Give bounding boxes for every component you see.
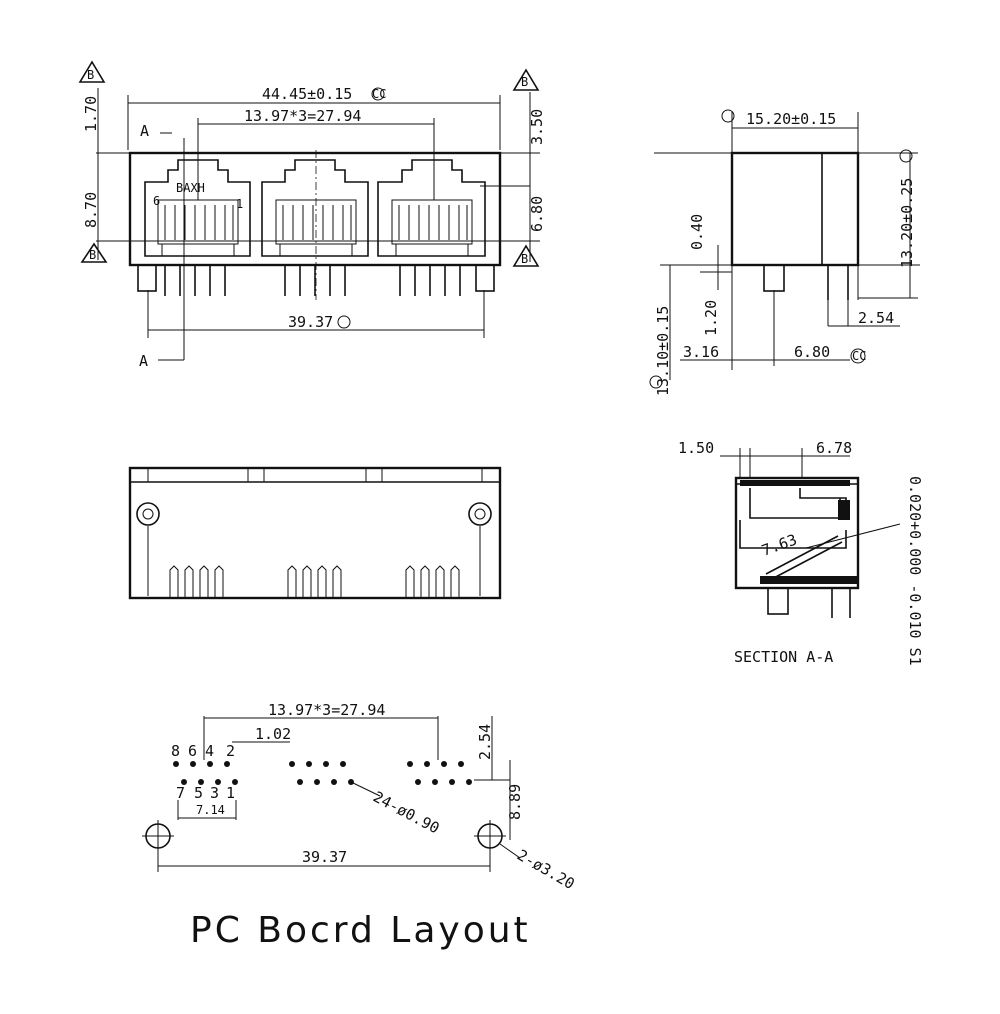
pin-holes-group-3 bbox=[407, 761, 472, 785]
datum-b-top-left: B bbox=[78, 60, 106, 83]
jack-port-2 bbox=[261, 150, 369, 300]
dim-680-side: 6.80 bbox=[794, 343, 830, 361]
dim-254-side: 2.54 bbox=[858, 309, 894, 327]
dim-763: 7.63 bbox=[759, 530, 799, 559]
dim-040: 0.40 bbox=[688, 214, 706, 250]
side-view: 15.20±0.15 13.20±0.25 2.54 0.40 1.20 13.… bbox=[649, 109, 920, 396]
jack-port-3 bbox=[377, 159, 486, 257]
dim-254-board: 2.54 bbox=[476, 724, 494, 760]
front-pins bbox=[137, 264, 495, 296]
board-layout: 13.97*3=27.94 1.02 2.54 8.89 8 6 4 2 7 5… bbox=[142, 701, 578, 951]
cc-mark-side: CC bbox=[852, 349, 866, 363]
pin-six-label: 6 bbox=[153, 194, 160, 208]
dim-678: 6.78 bbox=[816, 439, 852, 457]
dim-right-mid: 6.80 bbox=[528, 196, 546, 232]
pin-label-top-4: 2 bbox=[226, 742, 235, 760]
jack-port-1: BAXH 6 1 bbox=[144, 159, 251, 257]
dim-102: 1.02 bbox=[255, 725, 291, 743]
pin-label-top-3: 4 bbox=[205, 742, 214, 760]
mount-span-dim: 39.37 bbox=[288, 313, 333, 331]
mount-hole-right bbox=[474, 820, 506, 852]
mount-hole-left bbox=[142, 820, 174, 852]
pin-holes-group-2 bbox=[289, 761, 354, 785]
rear-pins bbox=[169, 565, 460, 598]
datum-b-bottom-right: B bbox=[512, 244, 540, 267]
rear-view bbox=[128, 466, 502, 600]
dim-mid-left: 8.70 bbox=[82, 192, 100, 228]
dim-right-top: 3.50 bbox=[528, 109, 546, 145]
datum-b-top-right: B bbox=[512, 68, 540, 91]
dim-150: 1.50 bbox=[678, 439, 714, 457]
dim-714: 7.14 bbox=[196, 803, 225, 817]
drawing-title: PC Bocrd Layout bbox=[190, 910, 531, 951]
mount-post-right bbox=[468, 502, 492, 596]
pin-label-top-1: 8 bbox=[171, 742, 180, 760]
datum-b-label: B bbox=[87, 68, 94, 82]
height-dim: 13.20±0.25 bbox=[898, 178, 916, 268]
port-label: BAXH bbox=[176, 181, 205, 195]
mount-holes-callout: 2-ø3.20 bbox=[514, 846, 578, 893]
pitch-span-dim: 13.97*3=27.94 bbox=[244, 107, 361, 125]
pin-label-bottom-1: 7 bbox=[176, 784, 185, 802]
overall-width-dim: 44.45±0.15 bbox=[262, 85, 352, 103]
pin-label-bottom-3: 3 bbox=[210, 784, 219, 802]
pin-holes-callout: 24-ø0.90 bbox=[370, 788, 442, 838]
section-a-bottom: A bbox=[139, 352, 148, 370]
front-view: B B B B 44.45±0.15 CC 13.97*3=27.94 A A bbox=[78, 60, 546, 370]
mount-post-left bbox=[136, 502, 160, 596]
section-label: SECTION A-A bbox=[734, 648, 833, 666]
pin-label-bottom-4: 1 bbox=[226, 784, 235, 802]
cc-mark: CC bbox=[372, 87, 386, 101]
datum-b-bottom-left: B bbox=[80, 242, 108, 263]
pin-label-top-2: 6 bbox=[188, 742, 197, 760]
dim-316: 3.16 bbox=[683, 343, 719, 361]
section-view: 1.50 6.78 7.63 0.020+0.000 -0.010 S1 SEC… bbox=[678, 439, 924, 666]
dim-120: 1.20 bbox=[702, 300, 720, 336]
pin-one-label: 1 bbox=[236, 197, 243, 211]
pin-holes-group-1 bbox=[173, 761, 238, 785]
datum-b-label: B bbox=[521, 252, 528, 266]
section-a-top: A bbox=[140, 122, 149, 140]
mount-span-board: 39.37 bbox=[302, 848, 347, 866]
dim-top-left: 1.70 bbox=[82, 96, 100, 132]
dim-spec: 0.020+0.000 -0.010 S1 bbox=[906, 476, 924, 666]
dim-889: 8.89 bbox=[506, 784, 524, 820]
pitch-span-board: 13.97*3=27.94 bbox=[268, 701, 385, 719]
datum-b-label: B bbox=[89, 248, 96, 262]
pin-label-bottom-2: 5 bbox=[194, 784, 203, 802]
datum-b-label: B bbox=[521, 75, 528, 89]
depth-dim: 15.20±0.15 bbox=[746, 110, 836, 128]
dim-1310: 13.10±0.15 bbox=[654, 306, 672, 396]
